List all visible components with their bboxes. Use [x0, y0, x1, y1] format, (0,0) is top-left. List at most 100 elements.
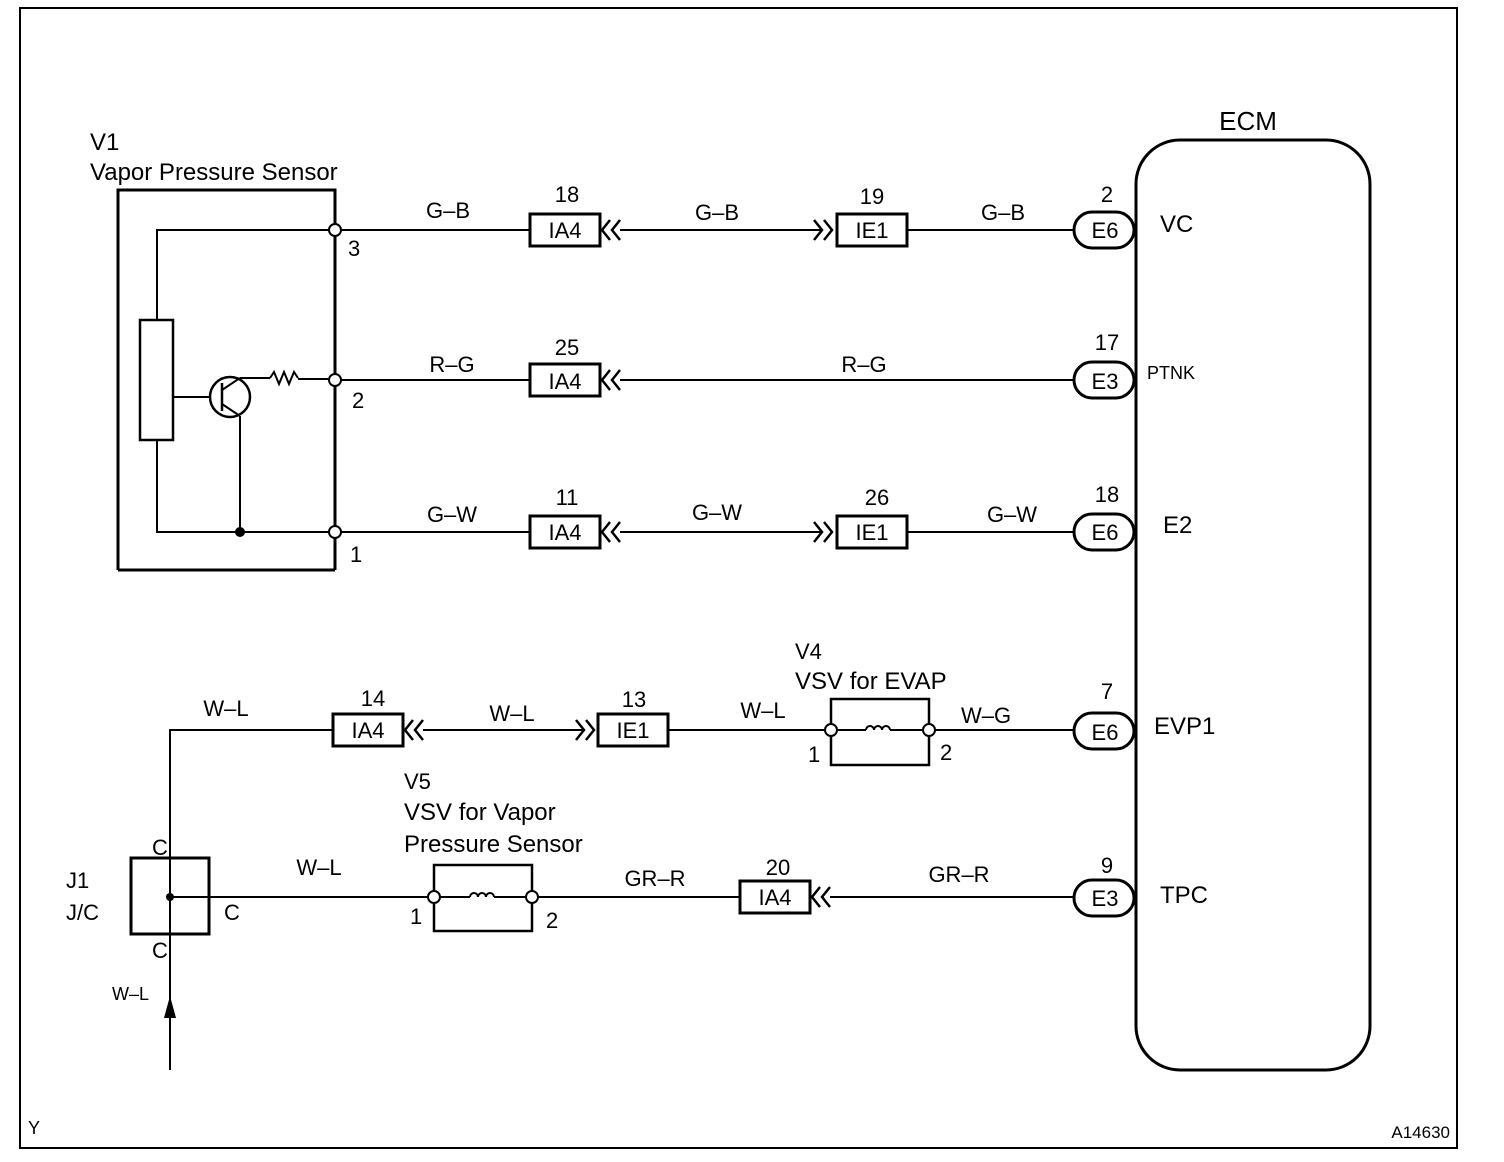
connector-label: IA4: [548, 520, 581, 545]
ecm-connector-e3: [1072, 360, 1136, 400]
ecm-connector-label: E6: [1092, 520, 1119, 545]
ecm-connector-label: E3: [1092, 886, 1119, 911]
connector-ia4: [528, 362, 602, 398]
v5-id: V5: [404, 769, 431, 794]
ecm-pin: 17: [1095, 330, 1119, 355]
wire-label: W–L: [296, 855, 341, 880]
wire-label: G–B: [981, 200, 1025, 225]
ecm-signal: PTNK: [1147, 363, 1195, 383]
connector-chevron-icon: [575, 719, 596, 741]
connector-chevron-icon: [810, 886, 831, 908]
connector-pin: 18: [555, 182, 579, 207]
arrow-up-icon: [164, 996, 176, 1018]
footer-left: Y: [28, 1118, 40, 1138]
wire-label: G–B: [695, 200, 739, 225]
footer-code: A14630: [1391, 1123, 1450, 1142]
v1-pin-2: [328, 373, 342, 387]
v1-pin3-label: 3: [348, 236, 360, 261]
ecm-signal: VC: [1160, 211, 1193, 238]
connector-ia4: [528, 212, 602, 248]
ecm-connector-e3: [1072, 878, 1136, 918]
vsv-vapor-pressure-sensor: V5 VSV for Vapor Pressure Sensor 1 2: [404, 769, 583, 933]
connector-label: IE1: [855, 520, 888, 545]
sensor-element: [138, 318, 175, 442]
j1-pin-bottom: C: [152, 938, 168, 963]
ecm-connector-label: E3: [1092, 369, 1119, 394]
v4-id: V4: [795, 639, 822, 664]
connector-chevron-icon: [600, 521, 621, 543]
ecm-connector-label: E6: [1092, 218, 1119, 243]
junction-connector: J1 J/C C C C W–L: [66, 835, 240, 1018]
ecm-pin: 7: [1101, 679, 1113, 704]
connector-pin: 20: [766, 855, 790, 880]
v1-pin-3: [328, 223, 342, 237]
ecm-connector-label: E6: [1092, 720, 1119, 745]
connector-ia4: [528, 514, 602, 550]
circuit-ptnk: R–G 25 IA4 R–G 17 E3 PTNK: [341, 330, 1195, 400]
wire-label: W–G: [961, 703, 1011, 728]
connector-pin: 13: [622, 687, 646, 712]
v1-pin1-label: 1: [350, 542, 362, 567]
connector-pin: 11: [556, 485, 579, 510]
wire-label: R–G: [841, 352, 886, 377]
wire-label: G–B: [426, 198, 470, 223]
connector-ie1: [835, 212, 909, 248]
wire-label: G–W: [427, 502, 477, 527]
ecm-connector-e6: [1072, 711, 1136, 751]
connector-label: IE1: [616, 718, 649, 743]
v4-name: VSV for EVAP: [795, 668, 947, 695]
wire-label: W–L: [740, 698, 785, 723]
ecm-signal: TPC: [1160, 882, 1208, 909]
j1-pin-right: C: [224, 900, 240, 925]
j1-pin-top: C: [152, 835, 168, 860]
ecm-signal: E2: [1163, 512, 1192, 539]
circuit-e2: G–W 11 IA4 G–W 26 IE1 G–W 18 E6 E2: [341, 482, 1192, 552]
connector-chevron-icon: [600, 219, 621, 241]
v5-pin1: 1: [410, 904, 422, 929]
wire-label: R–G: [429, 352, 474, 377]
coil-icon: [865, 725, 891, 731]
connector-ia4: [738, 879, 812, 915]
vsv-evap: V4 VSV for EVAP 1 2: [795, 639, 952, 767]
connector-label: IA4: [548, 369, 581, 394]
circuit-evp1: W–L 14 IA4 W–L 13 IE1 W–L V4 VSV for EVA…: [169, 639, 1215, 1070]
ecm-pin: 2: [1101, 182, 1113, 207]
ecm-box: [1134, 138, 1372, 1072]
ecm-connector-e6: [1072, 512, 1136, 552]
connector-label: IE1: [855, 218, 888, 243]
j1-name: J/C: [66, 900, 99, 925]
connector-chevron-icon: [813, 521, 834, 543]
connector-pin: 14: [361, 686, 385, 711]
connector-pin: 19: [860, 184, 884, 209]
v4-pin1: 1: [808, 742, 820, 767]
v5-name-line2: Pressure Sensor: [404, 831, 583, 858]
vapor-pressure-sensor: V1 Vapor Pressure Sensor 3 2 1: [90, 129, 364, 572]
wire-label: GR–R: [624, 866, 685, 891]
connector-label: IA4: [548, 218, 581, 243]
ecm-connector-e6: [1072, 210, 1136, 250]
connector-pin: 26: [865, 485, 889, 510]
v1-pin2-label: 2: [352, 388, 364, 413]
v5-name-line1: VSV for Vapor: [404, 799, 556, 826]
v4-pin2: 2: [940, 740, 952, 765]
connector-chevron-icon: [403, 719, 424, 741]
wire-label: W–L: [489, 701, 534, 726]
wire-label: G–W: [692, 500, 742, 525]
resistor-icon: [269, 369, 299, 387]
circuit-vc: G–B 18 IA4 G–B 19 IE1 G–B 2 E6 VC: [341, 182, 1193, 250]
ecm-title: ECM: [1219, 106, 1277, 136]
coil-icon: [469, 892, 495, 898]
connector-ia4: [331, 712, 405, 748]
wire-label: GR–R: [928, 862, 989, 887]
ecm-pin: 9: [1101, 853, 1113, 878]
j1-feed-wire: W–L: [112, 984, 149, 1004]
ecm-signal: EVP1: [1154, 713, 1215, 740]
connector-label: IA4: [351, 718, 384, 743]
connector-chevron-icon: [600, 369, 621, 391]
v1-id: V1: [90, 129, 119, 156]
wire-label: G–W: [987, 502, 1037, 527]
wire-label: W–L: [203, 696, 248, 721]
j1-id: J1: [66, 868, 89, 893]
transistor-icon: [208, 375, 252, 419]
